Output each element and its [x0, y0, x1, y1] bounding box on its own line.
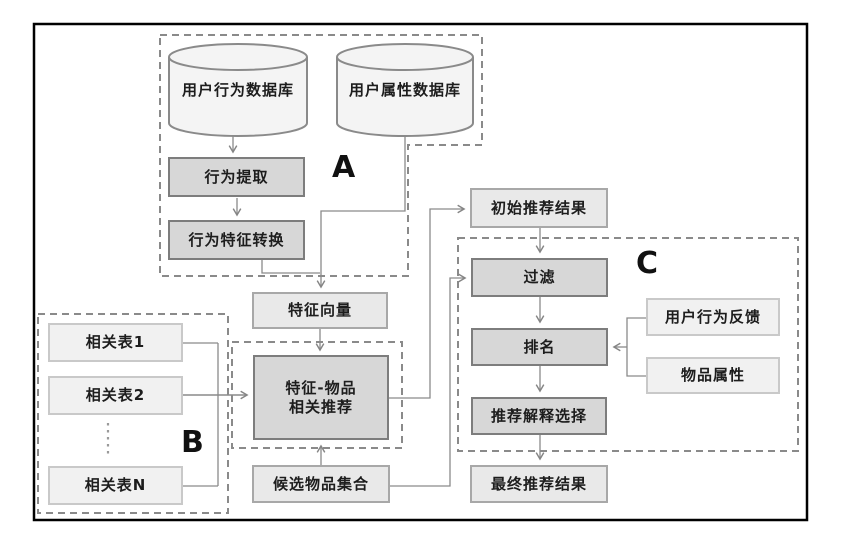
outer-frame	[32, 22, 809, 522]
node-behavior-feature-convert: 行为特征转换	[168, 220, 305, 260]
node-user-behavior-db: 用户行为数据库	[181, 81, 294, 99]
region-a-outline	[159, 34, 483, 277]
user-behavior-db-shape	[168, 43, 308, 137]
node-candidate-items: 候选物品集合	[252, 465, 390, 503]
user-attr-db-shape	[336, 43, 474, 137]
line-convert-to-merge	[261, 260, 320, 274]
node-rel-table-n: 相关表N	[48, 466, 183, 505]
arrow-candidate-to-filter	[390, 273, 467, 487]
region-feature-item-outline	[231, 341, 403, 449]
node-behavior-extract: 行为提取	[168, 157, 305, 197]
node-explanation-select: 推荐解释选择	[471, 397, 607, 435]
node-user-attr-db: 用户属性数据库	[348, 81, 461, 99]
region-label-a: A	[332, 150, 356, 185]
line-feedback-attrs-merge	[626, 317, 646, 377]
region-label-b: B	[181, 425, 204, 460]
line-rel-tables-bus	[183, 342, 219, 487]
node-user-feedback: 用户行为反馈	[646, 298, 780, 336]
arrow-attr-db-to-feature-vector	[316, 136, 406, 289]
node-ranking: 排名	[471, 328, 608, 366]
node-feature-item-rec-line2: 相关推荐	[288, 397, 353, 416]
node-final-results: 最终推荐结果	[470, 465, 608, 503]
node-filter: 过滤	[471, 258, 608, 297]
node-rel-table-1: 相关表1	[48, 323, 183, 362]
node-initial-results: 初始推荐结果	[470, 188, 608, 228]
arrow-feature-item-to-initial-results	[389, 204, 466, 399]
node-feature-item-rec: 特征-物品 相关推荐	[253, 355, 389, 440]
node-item-attrs: 物品属性	[646, 357, 780, 394]
node-feature-item-rec-line1: 特征-物品	[285, 378, 357, 397]
node-rel-table-2: 相关表2	[48, 376, 183, 415]
region-b-outline	[37, 313, 229, 514]
region-c-outline	[457, 237, 799, 452]
node-feature-vector: 特征向量	[252, 292, 388, 329]
region-label-c: C	[636, 246, 659, 281]
